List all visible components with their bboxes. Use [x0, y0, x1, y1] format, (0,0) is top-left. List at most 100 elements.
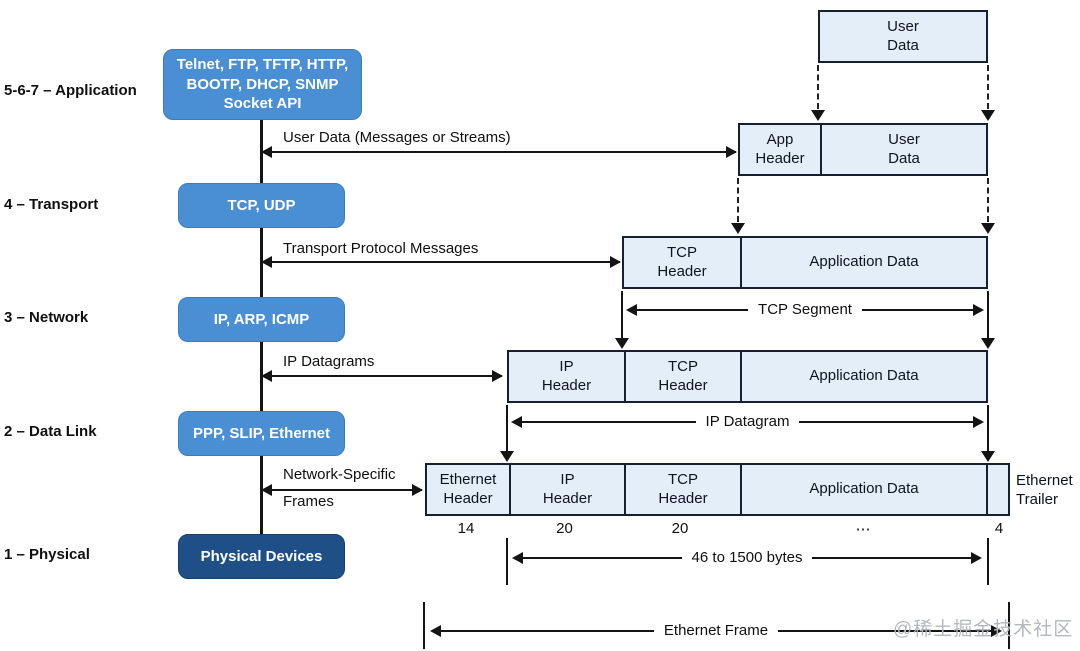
cell-ethernet-trailer: [986, 465, 1008, 514]
arrow-line: [522, 420, 696, 423]
layer-box-application-line3: Socket API: [223, 95, 302, 113]
cell-ip-header: IP Header: [509, 352, 624, 401]
arrowhead-down-icon: [981, 338, 995, 349]
arrowhead-right-icon: [610, 256, 621, 268]
cell-ip-header: IP Header: [509, 465, 624, 514]
layer-box-application-line1: Telnet, FTP, TFTP, HTTP,: [176, 56, 349, 74]
arrowhead-down-icon: [981, 451, 995, 462]
cell-application-data: Application Data: [740, 238, 986, 287]
layer-box-physical: Physical Devices: [178, 534, 345, 579]
flow-arrow-application: [261, 146, 737, 158]
layer-box-transport-text: TCP, UDP: [227, 196, 296, 214]
layer-box-datalink: PPP, SLIP, Ethernet: [178, 411, 345, 456]
packet-row-user-data: User Data: [818, 10, 988, 63]
cell-text: Header: [755, 149, 805, 167]
arrow-line: [861, 308, 973, 311]
span-label-ethernet-frame: Ethernet Frame: [663, 622, 769, 639]
tick-frame-right: [1008, 602, 1010, 649]
arrow-line: [441, 629, 654, 632]
arrowhead-left-icon: [512, 551, 523, 564]
layer-box-network: IP, ARP, ICMP: [178, 297, 345, 342]
flow-arrow-label-application: User Data (Messages or Streams): [283, 129, 511, 146]
cell-text: User: [887, 17, 919, 35]
span-label-tcp-segment: TCP Segment: [758, 301, 852, 318]
packet-row-ethernet-frame: Ethernet Header IP Header TCP Header App…: [425, 463, 1010, 516]
layer-box-application: Telnet, FTP, TFTP, HTTP, BOOTP, DHCP, SN…: [163, 49, 362, 120]
arrowhead-right-icon: [973, 303, 984, 316]
byte-size-ip-header: 20: [556, 520, 573, 537]
layer-label-network: 3 – Network: [4, 309, 89, 326]
span-arrow-ip-datagram: IP Datagram: [511, 413, 984, 430]
cell-application-data: Application Data: [740, 352, 986, 401]
connector-dashed-right-row1: [987, 65, 989, 109]
flow-arrow-label-network: IP Datagrams: [283, 353, 375, 370]
flow-arrow-datalink: [261, 484, 423, 496]
layer-box-application-line2: BOOTP, DHCP, SNMP: [186, 75, 339, 93]
arrowhead-down-icon: [981, 110, 995, 121]
connector-solid-right-row3: [987, 291, 989, 338]
arrowhead-left-icon: [261, 484, 272, 496]
arrowhead-down-icon: [981, 223, 995, 234]
connector-dashed-left-row2: [737, 178, 739, 222]
cell-text: TCP: [668, 357, 698, 375]
cell-tcp-header: TCP Header: [624, 465, 740, 514]
connector-solid-left-row3: [621, 291, 623, 338]
arrowhead-down-icon: [811, 110, 825, 121]
cell-text: Header: [658, 376, 708, 394]
layer-label-datalink: 2 – Data Link: [4, 423, 97, 440]
cell-text: Header: [541, 376, 592, 394]
connector-dashed-left-row1: [817, 65, 819, 109]
packet-row-app-message: App Header User Data: [738, 123, 988, 176]
cell-text: User: [888, 130, 920, 148]
watermark: @稀土掘金技术社区: [893, 619, 1074, 640]
flow-arrow-label-datalink-line2: Frames: [283, 493, 334, 510]
connector-solid-left-row4: [506, 405, 508, 451]
span-arrow-tcp-segment: TCP Segment: [626, 301, 984, 318]
cell-app-header: App Header: [740, 125, 820, 174]
arrowhead-left-icon: [261, 370, 272, 382]
cell-user-data: User Data: [820, 125, 986, 174]
tick-payload-left: [506, 538, 508, 585]
cell-text: IP: [560, 470, 575, 488]
span-arrow-ethernet-frame: Ethernet Frame: [430, 622, 1002, 639]
arrowhead-left-icon: [511, 415, 522, 428]
flow-arrow-label-datalink-line1: Network-Specific: [283, 466, 396, 483]
cell-text: Application Data: [809, 480, 919, 498]
connector-dashed-right-row2: [987, 178, 989, 222]
cell-text: Header: [657, 262, 707, 280]
arrow-line: [778, 629, 991, 632]
arrow-line: [799, 420, 973, 423]
layer-box-datalink-text: PPP, SLIP, Ethernet: [193, 424, 330, 442]
packet-row-tcp-segment: TCP Header Application Data: [622, 236, 988, 289]
arrow-line: [637, 308, 749, 311]
arrowhead-left-icon: [626, 303, 637, 316]
layer-label-application: 5-6-7 – Application: [4, 82, 137, 99]
arrowhead-down-icon: [615, 338, 629, 349]
arrow-line: [523, 556, 682, 559]
packet-row-ip-datagram: IP Header TCP Header Application Data: [507, 350, 988, 403]
byte-size-ethernet-header: 14: [457, 520, 475, 537]
byte-size-tcp-header: 20: [671, 520, 689, 537]
cell-text: TCP: [667, 243, 697, 261]
cell-text: Header: [658, 489, 708, 507]
cell-application-data: Application Data: [740, 465, 986, 514]
cell-text: TCP: [668, 470, 698, 488]
cell-user-data: User Data: [820, 12, 986, 61]
arrowhead-left-icon: [261, 146, 272, 158]
arrow-line: [812, 556, 972, 559]
span-label-payload-size: 46 to 1500 bytes: [691, 549, 803, 566]
cell-text: IP: [559, 357, 574, 375]
arrowhead-right-icon: [971, 551, 983, 564]
cell-text: Header: [443, 489, 493, 507]
cell-tcp-header: TCP Header: [624, 238, 740, 287]
layer-box-network-text: IP, ARP, ICMP: [213, 310, 310, 328]
byte-size-application-data: ⋯: [855, 521, 871, 538]
cell-text: Data: [888, 149, 920, 167]
layer-box-transport: TCP, UDP: [178, 183, 345, 228]
byte-size-trailer: 4: [994, 520, 1004, 537]
cell-text: Data: [887, 36, 919, 54]
flow-arrow-transport: [261, 256, 621, 268]
cell-text: Application Data: [809, 253, 919, 271]
ethernet-trailer-label-line2: Trailer: [1016, 490, 1058, 508]
layer-label-physical: 1 – Physical: [4, 546, 90, 563]
